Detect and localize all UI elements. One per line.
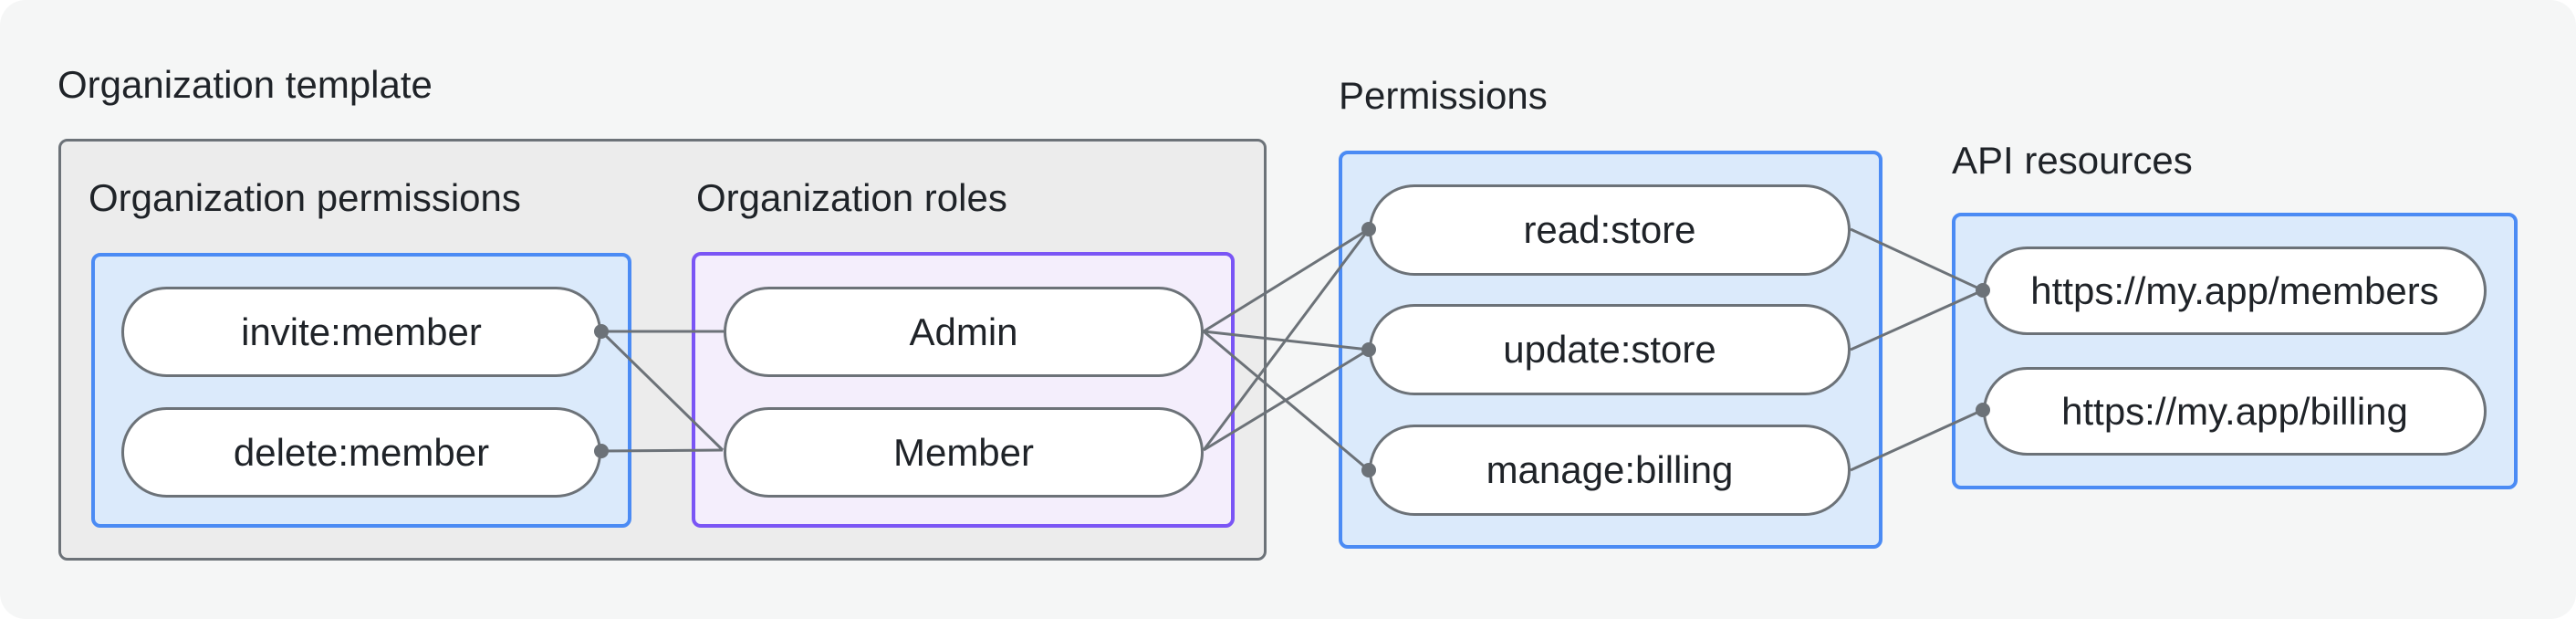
node-api-members-url-label: https://my.app/members	[2030, 268, 2439, 312]
node-api-members-url: https://my.app/members	[1983, 247, 2487, 335]
node-delete-member: delete:member	[121, 407, 601, 498]
node-delete-member-label: delete:member	[233, 430, 490, 474]
org-template-label: Organization template	[57, 63, 433, 106]
api-resources-label: API resources	[1952, 139, 2193, 182]
permissions-label: Permissions	[1339, 74, 1548, 117]
node-invite-member: invite:member	[121, 287, 601, 377]
node-api-billing-url-label: https://my.app/billing	[2061, 389, 2408, 433]
org-roles-label: Organization roles	[696, 176, 1007, 219]
node-manage-billing-label: manage:billing	[1486, 448, 1734, 491]
node-member-role-label: Member	[892, 430, 1035, 474]
node-update-store: update:store	[1369, 304, 1851, 395]
org-permissions-label: Organization permissions	[89, 176, 521, 219]
node-invite-member-label: invite:member	[241, 310, 482, 353]
node-member-role: Member	[724, 407, 1204, 498]
node-read-store: read:store	[1369, 184, 1851, 276]
node-read-store-label: read:store	[1523, 208, 1696, 251]
node-admin-role-label: Admin	[909, 310, 1018, 353]
node-manage-billing: manage:billing	[1369, 425, 1851, 516]
node-update-store-label: update:store	[1503, 328, 1716, 371]
node-admin-role: Admin	[724, 287, 1204, 377]
node-api-billing-url: https://my.app/billing	[1983, 367, 2487, 456]
